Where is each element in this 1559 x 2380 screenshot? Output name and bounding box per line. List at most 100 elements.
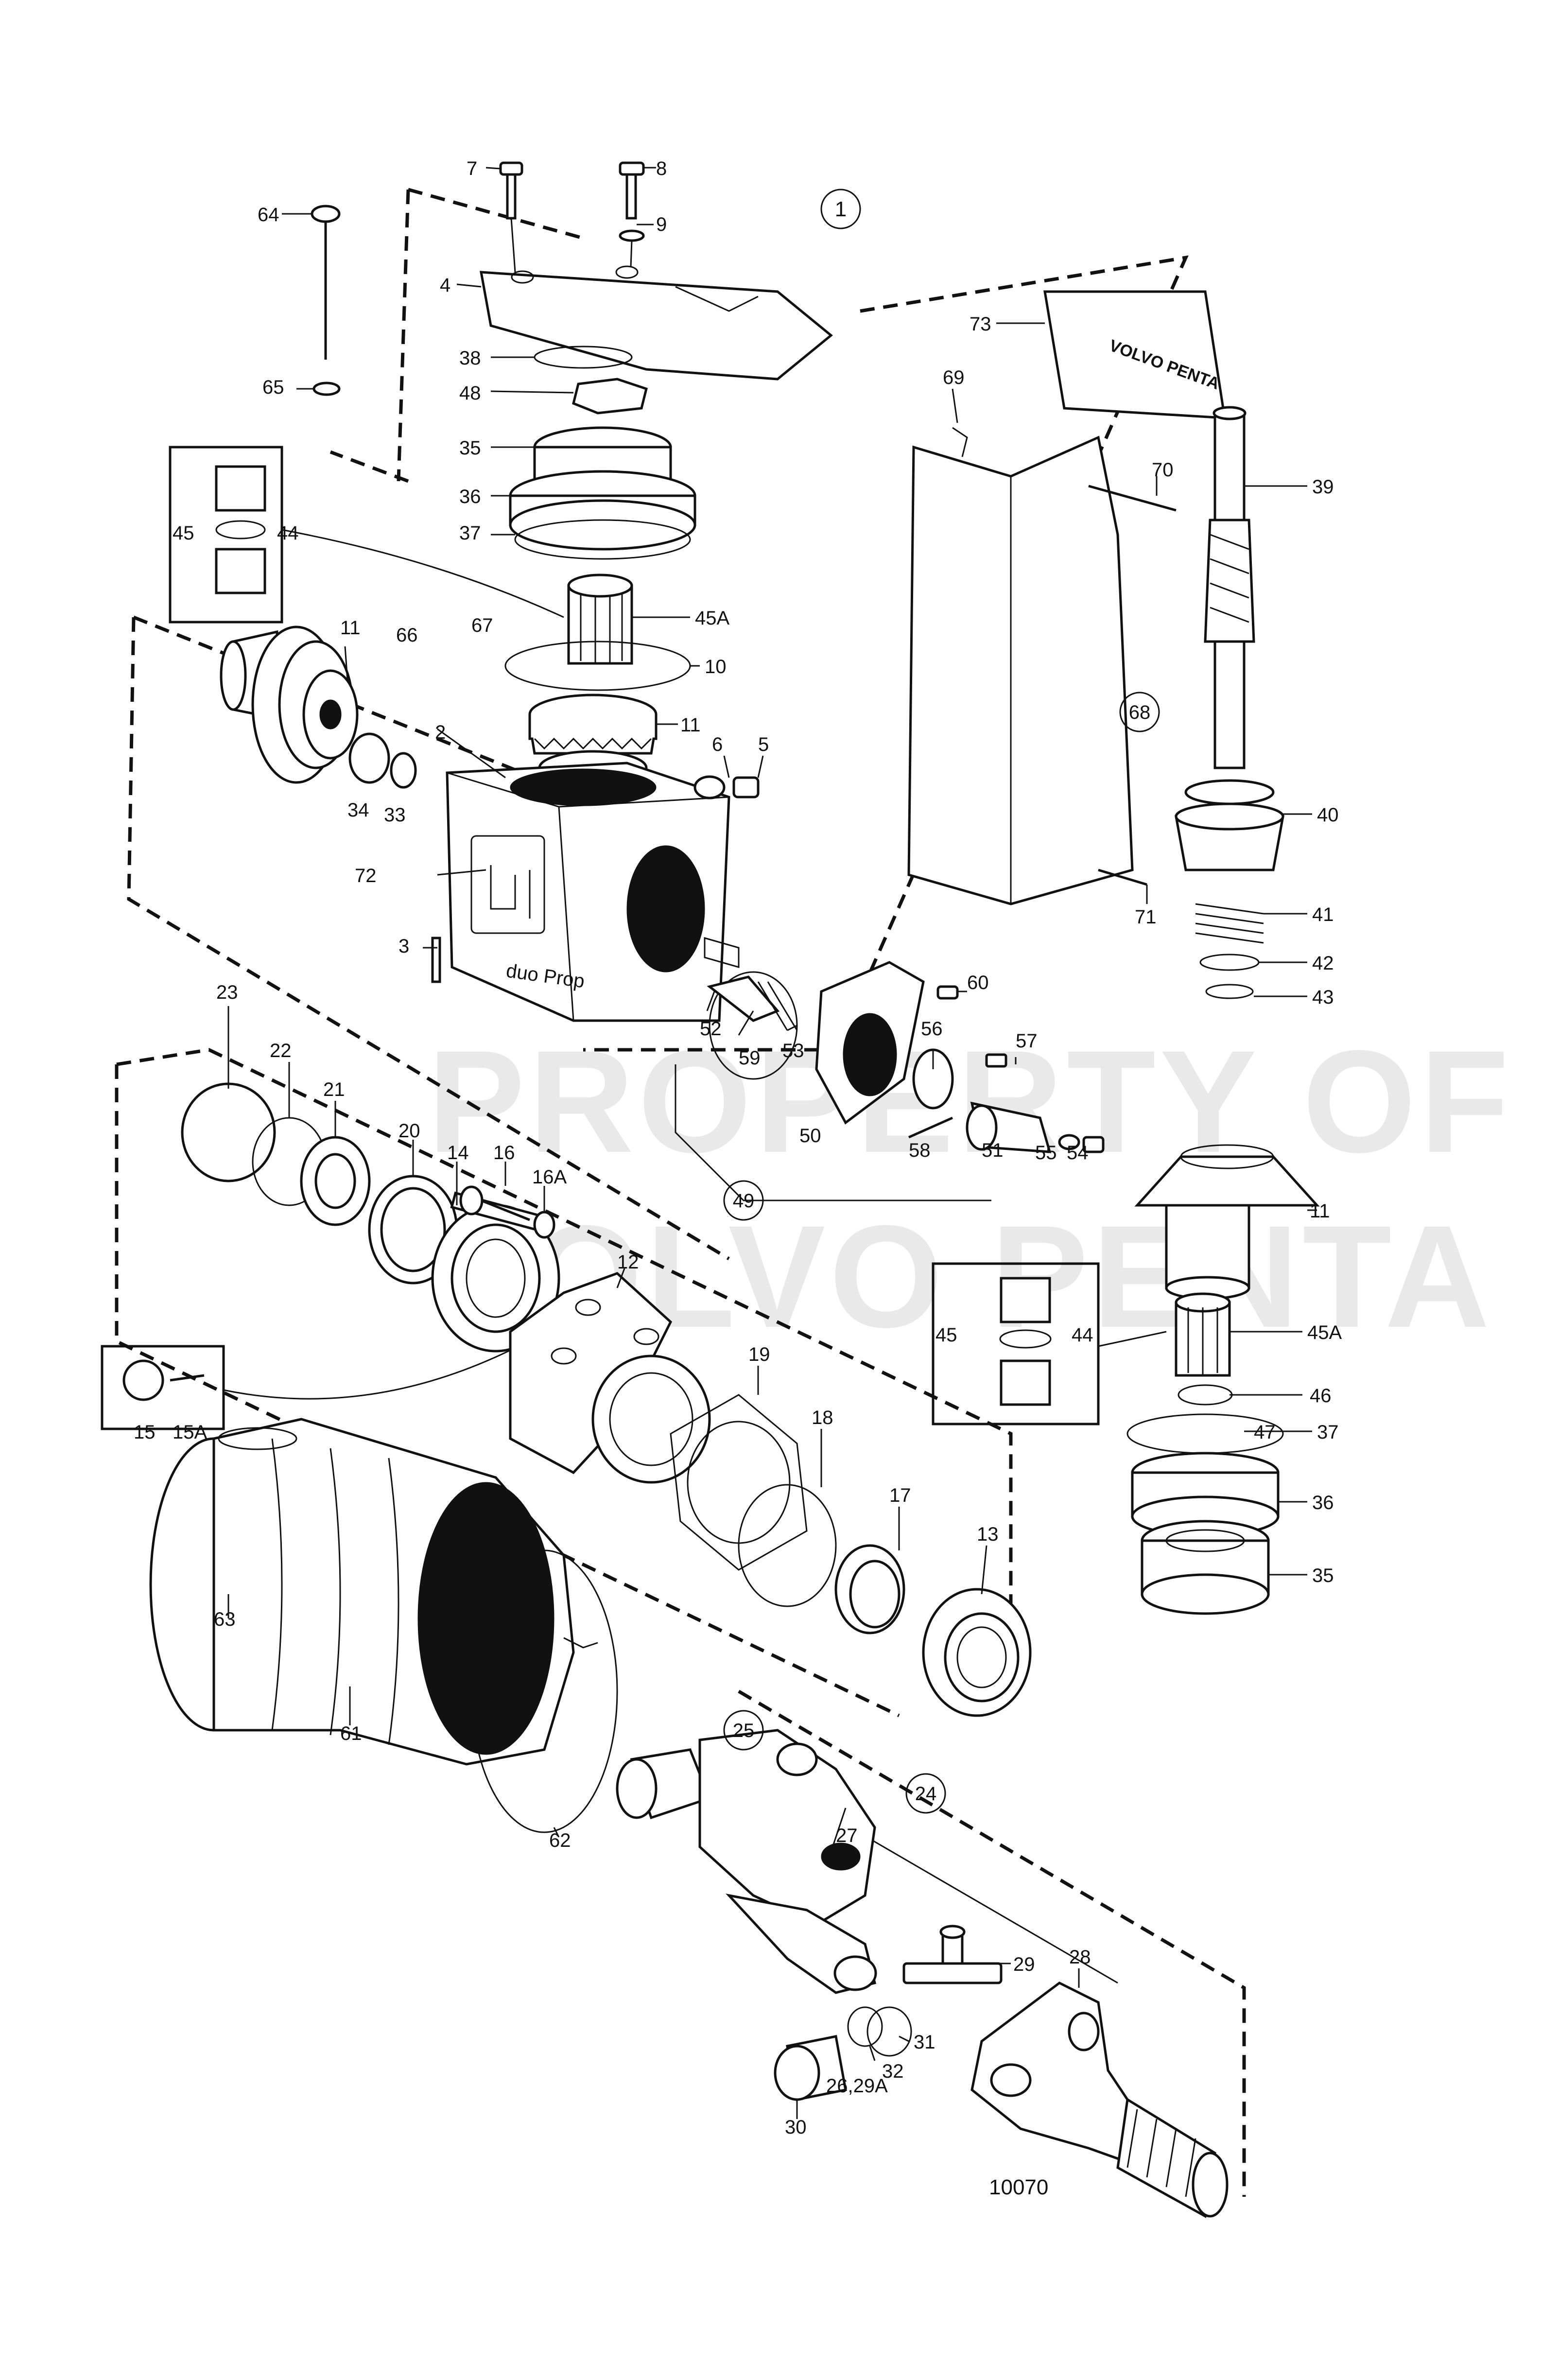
callout-label-5: 5 bbox=[758, 734, 769, 755]
circled-label-ring bbox=[1119, 692, 1160, 732]
callout-label-32: 32 bbox=[882, 2061, 904, 2082]
callout-label-16: 16 bbox=[493, 1142, 515, 1164]
vertical-shaft bbox=[1204, 406, 1255, 769]
callout-label-34: 34 bbox=[347, 799, 369, 821]
lower-bearing-stack bbox=[1126, 1384, 1284, 1615]
lower-outline-left bbox=[115, 1048, 1013, 1718]
callout-label-30: 30 bbox=[785, 2117, 807, 2138]
callout-label-4: 4 bbox=[440, 275, 450, 296]
drawing-number: 10070 bbox=[989, 2175, 1048, 2199]
callout-label-60: 60 bbox=[967, 972, 989, 993]
callout-label-51: 51 bbox=[982, 1140, 1004, 1161]
cross-and-caps bbox=[774, 1925, 1003, 2101]
callout-label-64: 64 bbox=[258, 204, 279, 226]
callout-label-27: 27 bbox=[836, 1825, 858, 1846]
bearing-14 bbox=[431, 1191, 560, 1353]
callout-label-52: 52 bbox=[700, 1018, 722, 1040]
callout-label-11b: 11 bbox=[680, 714, 701, 736]
dipstick bbox=[311, 205, 341, 396]
group-number: 1 bbox=[835, 197, 847, 221]
callout-label-9: 9 bbox=[656, 214, 667, 235]
callout-label-53: 53 bbox=[782, 1040, 804, 1061]
callout-label-37a: 37 bbox=[459, 522, 481, 544]
callout-label-50: 50 bbox=[799, 1125, 821, 1147]
callout-label-3: 3 bbox=[398, 936, 409, 957]
callout-label-28: 28 bbox=[1069, 1946, 1091, 1968]
callout-label-46: 46 bbox=[1310, 1385, 1332, 1407]
callout-label-20: 20 bbox=[398, 1120, 420, 1142]
callout-label-44b: 44 bbox=[1072, 1324, 1093, 1346]
callout-label-69: 69 bbox=[943, 367, 965, 388]
circled-label-text: 49 bbox=[733, 1190, 755, 1212]
circled-label-ring bbox=[723, 1710, 764, 1751]
bevel-gear-left-horizontal bbox=[220, 625, 417, 789]
callout-label-39: 39 bbox=[1312, 476, 1334, 498]
bearing-housing-12 bbox=[509, 1272, 711, 1484]
callout-label-61: 61 bbox=[340, 1723, 362, 1744]
callout-label-23: 23 bbox=[216, 982, 238, 1003]
callout-label-36b: 36 bbox=[1312, 1492, 1334, 1513]
callout-label-22: 22 bbox=[270, 1040, 292, 1061]
circled-label-text: 24 bbox=[915, 1783, 937, 1805]
circled-label-text: 68 bbox=[1129, 702, 1151, 723]
callout-label-12: 12 bbox=[617, 1251, 639, 1273]
callout-label-54: 54 bbox=[1067, 1142, 1089, 1164]
circled-callout-labels: 68 49 25 24 bbox=[723, 692, 1160, 1814]
callout-label-38: 38 bbox=[459, 347, 481, 369]
upper-bearing-stack bbox=[509, 346, 696, 560]
callout-label-8: 8 bbox=[656, 158, 667, 179]
callout-label-67: 67 bbox=[471, 615, 493, 636]
circled-label-68: 68 bbox=[1119, 692, 1160, 732]
callout-label-71: 71 bbox=[1135, 906, 1157, 928]
inset-bearing-kit-lower bbox=[932, 1262, 1167, 1425]
callout-label-48: 48 bbox=[459, 382, 481, 404]
callout-label-18: 18 bbox=[812, 1407, 833, 1428]
callout-label-35a: 35 bbox=[459, 437, 481, 459]
callout-label-2: 2 bbox=[435, 722, 446, 743]
inset-bracket-kit bbox=[101, 1326, 554, 1430]
callout-label-42: 42 bbox=[1312, 953, 1334, 974]
callout-label-43: 43 bbox=[1312, 987, 1334, 1008]
callout-label-17: 17 bbox=[889, 1485, 911, 1506]
needle-bearing-45A-lower bbox=[1175, 1292, 1231, 1377]
callout-label-6: 6 bbox=[712, 734, 723, 755]
circled-label-25: 25 bbox=[723, 1710, 764, 1751]
callout-label-45a: 45 bbox=[173, 522, 194, 544]
callout-label-57: 57 bbox=[1016, 1030, 1038, 1052]
top-cover bbox=[479, 265, 833, 381]
watermark-line-1: PROPERTY OF bbox=[428, 1020, 1513, 1183]
callout-label-47: 47 bbox=[1254, 1422, 1276, 1443]
circled-label-ring bbox=[723, 1180, 764, 1221]
bolt-16 bbox=[459, 1185, 555, 1239]
callout-label-21: 21 bbox=[323, 1079, 345, 1100]
callout-label-70: 70 bbox=[1152, 459, 1174, 481]
callout-label-73: 73 bbox=[970, 313, 991, 335]
callout-label-11a: 11 bbox=[340, 617, 361, 639]
callout-label-72: 72 bbox=[355, 865, 377, 886]
callout-label-2629A: 26,29A bbox=[826, 2075, 888, 2097]
top-cover-body bbox=[479, 271, 833, 381]
shift-mechanism bbox=[707, 961, 1105, 1153]
shield-outline bbox=[583, 255, 1189, 1052]
gear-housing bbox=[431, 762, 760, 1022]
top-cover-outline bbox=[329, 188, 584, 483]
inset-bearing-kit-upper bbox=[169, 446, 564, 624]
callout-label-33: 33 bbox=[384, 804, 406, 826]
callout-label-66: 66 bbox=[396, 625, 418, 646]
callout-label-14: 14 bbox=[447, 1142, 469, 1164]
callout-label-29: 29 bbox=[1013, 1954, 1035, 1975]
bellows bbox=[149, 1418, 618, 1833]
group-number-badge: 1 bbox=[820, 189, 861, 229]
bevel-gear-lower-vertical bbox=[1134, 1144, 1320, 1300]
callout-label-45Aa: 45A bbox=[695, 608, 729, 629]
group-49-bracket bbox=[675, 1064, 991, 1201]
callout-label-41: 41 bbox=[1312, 904, 1334, 925]
callout-label-36a: 36 bbox=[459, 486, 481, 507]
callout-label-31: 31 bbox=[914, 2032, 935, 2053]
callout-label-10: 10 bbox=[705, 656, 727, 678]
callout-label-58: 58 bbox=[909, 1140, 931, 1161]
universal-joint bbox=[616, 1729, 877, 1994]
lower-rings-left bbox=[181, 1082, 458, 1285]
watermark: PROPERTY OF VOLVO PENTA bbox=[428, 1020, 1513, 1358]
